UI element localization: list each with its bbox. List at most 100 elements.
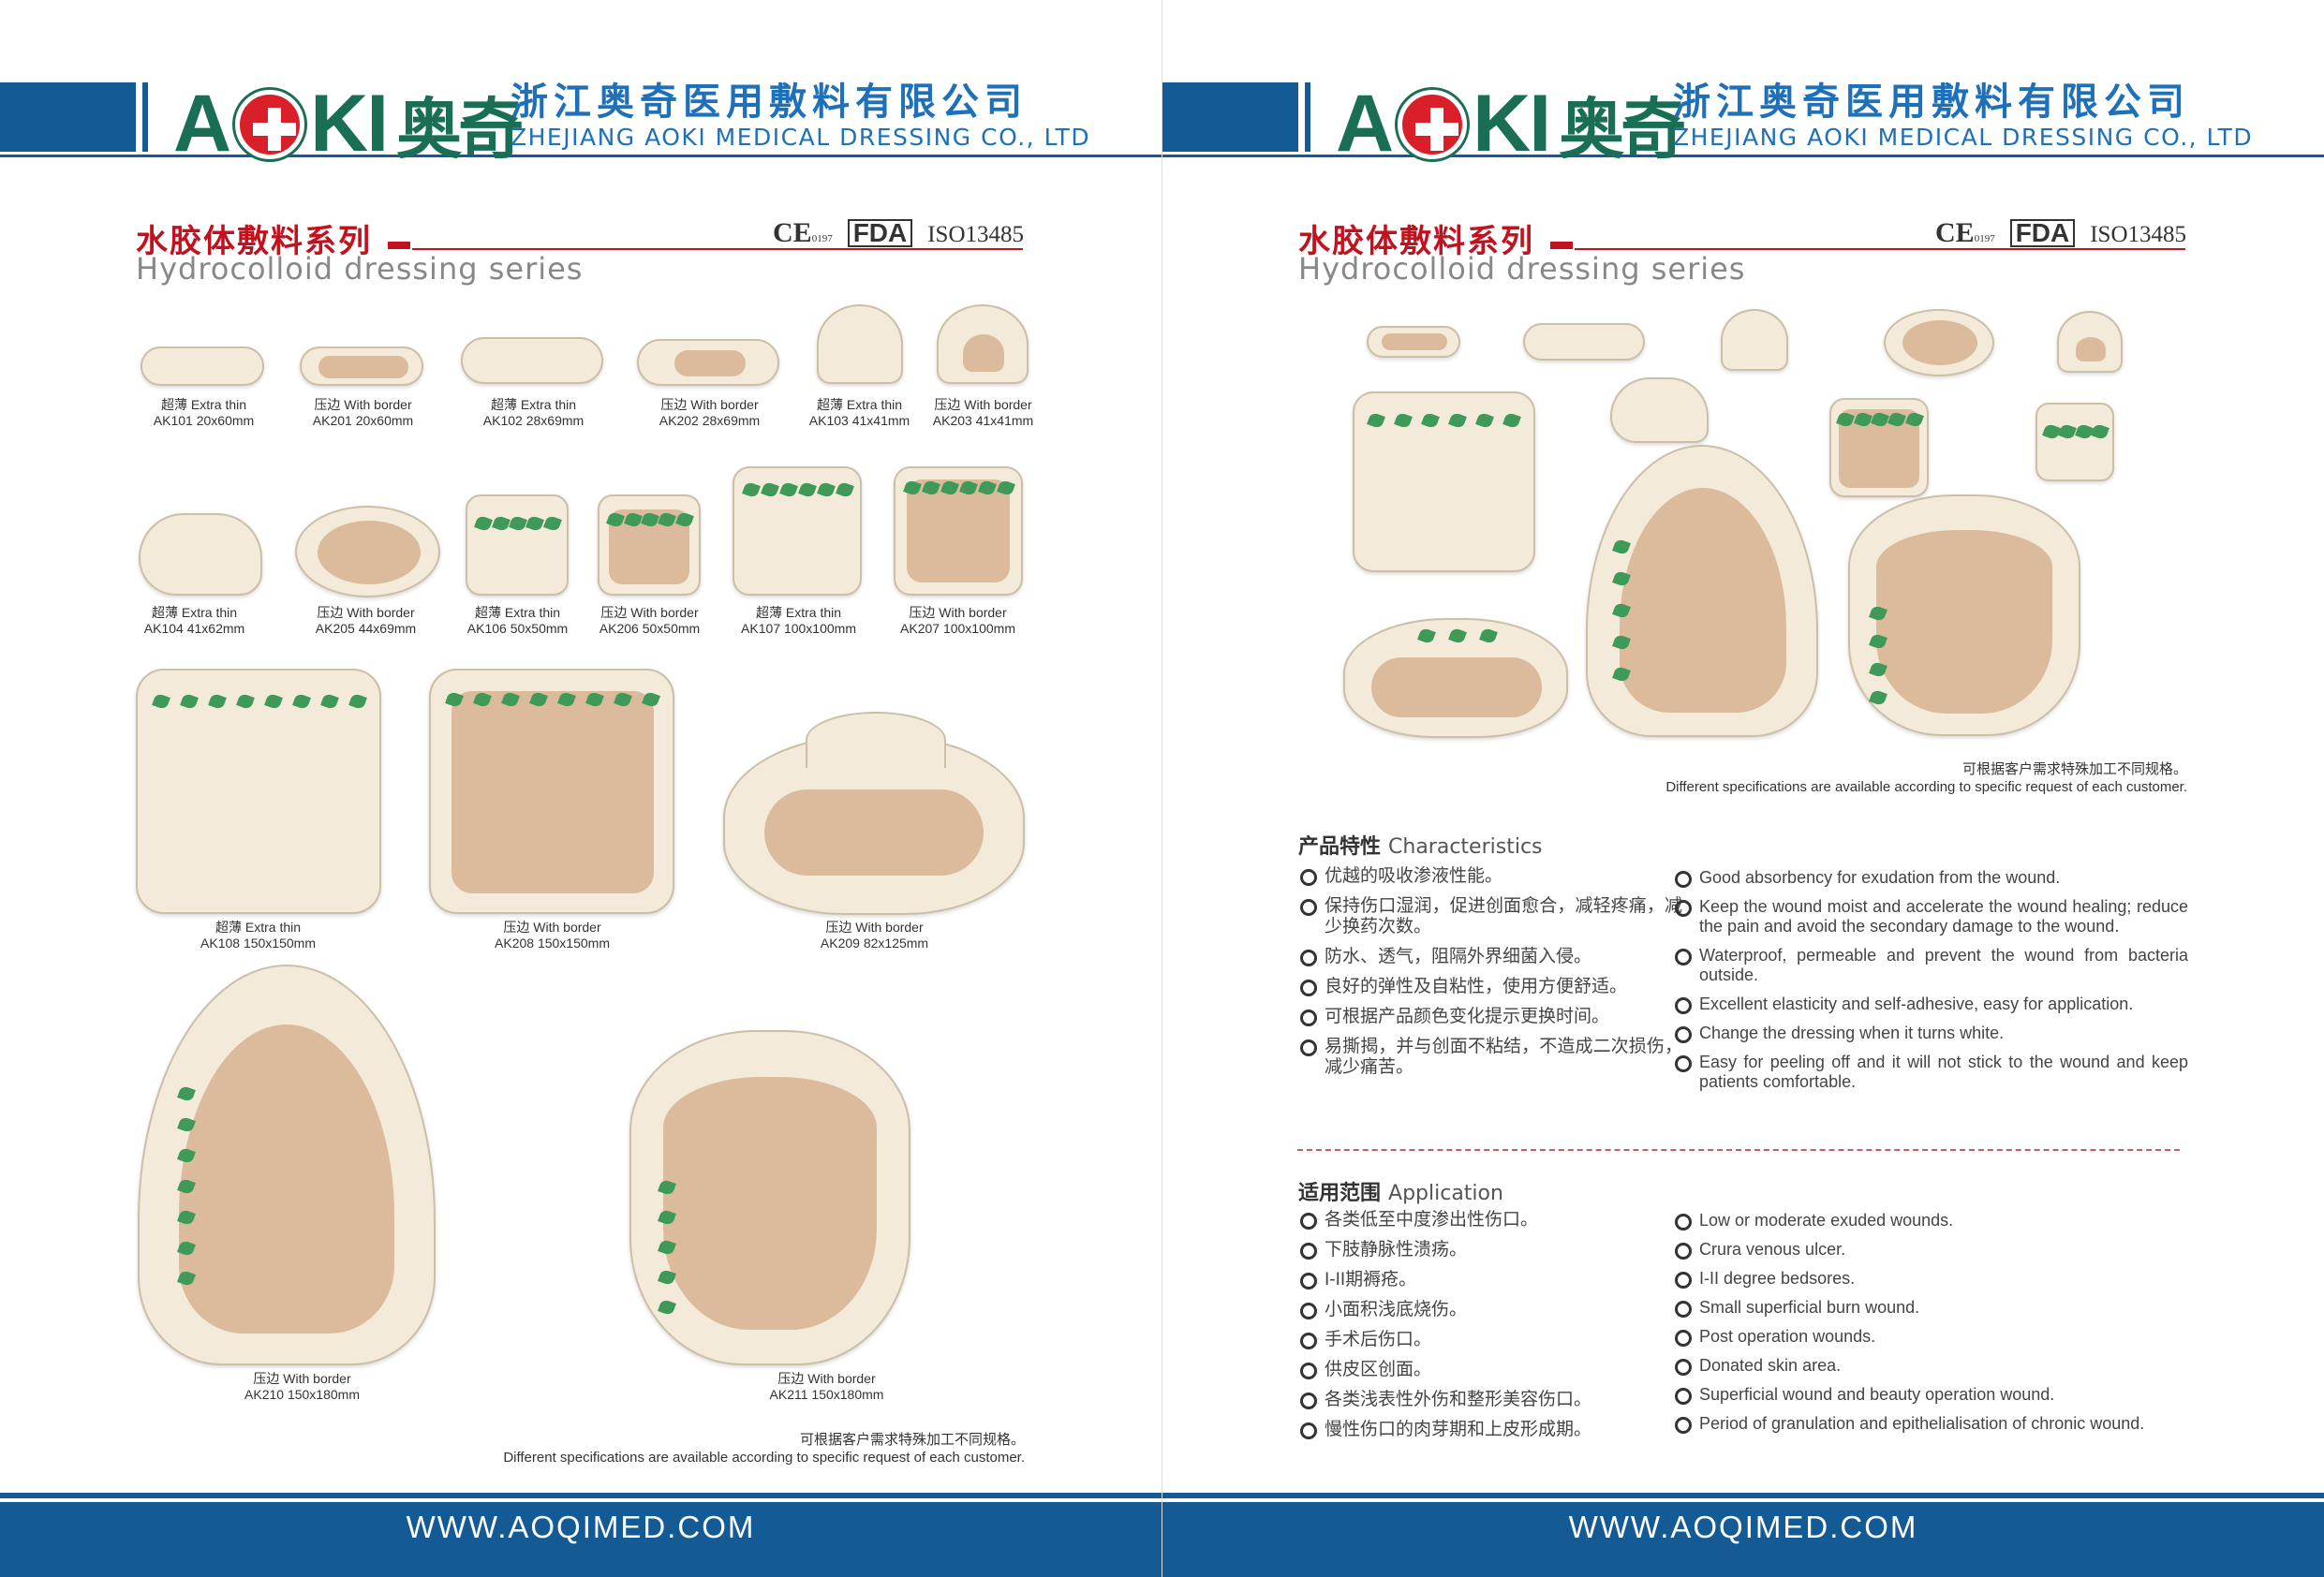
adhesive-tab-icon [1612,665,1631,684]
adhesive-tab-icon [177,1270,196,1288]
hydrocolloid-pad [2076,337,2106,361]
adhesive-tab-icon [1869,632,1887,651]
adhesive-tab-icon [264,692,283,711]
adhesive-tab-icon [1836,410,1856,429]
adhesive-tab-icon [177,1146,196,1165]
adhesive-tab-icon [1887,410,1907,429]
hydrocolloid-pad [1371,657,1542,717]
tab-row [1362,411,1526,430]
list-item: Period of granulation and epithelialisat… [1673,1414,2188,1434]
adhesive-tab-icon [2058,422,2078,441]
hydrocolloid-pad [451,691,654,893]
adhesive-tab-icon [940,479,959,497]
adhesive-tab-icon [1612,633,1631,652]
hydrocolloid-pad [318,356,408,378]
adhesive-tab-icon [742,480,761,499]
list-item: Waterproof, permeable and prevent the wo… [1673,946,2188,985]
list-item: 各类低至中度渗出性伤口。 [1298,1210,1682,1231]
header-line [0,155,1162,157]
dressing-ak205 [295,506,440,597]
dressing-ak101 [141,346,264,386]
iso-mark: ISO13485 [2090,222,2187,247]
tab-row [1836,410,1924,429]
dressing-ak106 [466,494,569,596]
adhesive-tab-icon [473,690,492,709]
website-link[interactable]: WWW.AOQIMED.COM [406,1510,756,1544]
list-item: I-II期褥疮。 [1298,1270,1682,1290]
application-list-en: Low or moderate exuded wounds. Crura ven… [1673,1211,2188,1443]
hydrocolloid-pad [1876,530,2052,714]
adhesive-tab-icon [2091,422,2110,441]
adhesive-tab-icon [1853,410,1873,429]
website-link[interactable]: WWW.AOQIMED.COM [1568,1510,1918,1544]
footer-bar [1162,1502,2324,1577]
adhesive-tab-icon [761,480,779,499]
section-divider [1297,1149,2180,1151]
adhesive-tab-icon [1366,411,1385,430]
list-item: Crura venous ulcer. [1673,1240,2188,1260]
adhesive-tab-icon [1420,411,1440,430]
dressing-ak206 [598,494,701,596]
dressing-ak103 [817,304,903,384]
collage-dressing-7 [1610,377,1709,443]
dressing-ak203 [937,304,1029,384]
dressing-ak108 [136,669,381,914]
adhesive-tab-icon [978,479,997,497]
list-item: Good absorbency for exudation from the w… [1673,868,2188,888]
section-mark [388,242,410,249]
tab-row [1411,626,1504,645]
company-name: 浙江奥奇医用敷料有限公司 ZHEJIANG AOKI MEDICAL DRESS… [1673,81,2253,152]
list-item: Keep the wound moist and accelerate the … [1673,897,2188,936]
adhesive-tab-icon [177,1115,196,1134]
tab-row [903,479,1015,497]
dressing-ak209-top [806,712,946,768]
dressing-ak102 [461,337,603,384]
footer-line [1162,1493,2324,1498]
adhesive-tab-icon [1502,411,1522,430]
tab-row [742,480,854,499]
adhesive-tab-icon [177,1239,196,1257]
list-item: 慢性伤口的肉芽期和上皮形成期。 [1298,1420,1682,1440]
adhesive-tab-icon [658,1298,676,1317]
list-item: 保持伤口湿润，促进创面愈合，减轻疼痛，减少换药次数。 [1298,896,1682,937]
list-item: 易撕揭，并与创面不粘结，不造成二次损伤，减少痛苦。 [1298,1037,1682,1078]
adhesive-tab-icon [606,510,626,529]
adhesive-tab-icon [1871,410,1889,429]
fda-mark: FDA [2009,219,2076,247]
hydrocolloid-pad [1902,320,1977,365]
tab-row [1869,599,1887,712]
hydrocolloid-pad [1620,488,1786,713]
adhesive-tab-icon [1448,626,1467,645]
hydrocolloid-pad [179,1024,394,1334]
section-title-cn: 水胶体敷料系列 [136,223,372,260]
adhesive-tab-icon [585,690,604,709]
medical-cross-icon [235,89,305,159]
adhesive-tab-icon [491,514,511,533]
adhesive-tab-icon [1416,626,1436,645]
dressing-ak107 [733,466,862,596]
hydrocolloid-pad [963,334,1004,372]
header-bar-thin [1305,82,1310,152]
section-title-en: Hydrocolloid dressing series [1298,251,1746,287]
custom-spec-note: 可根据客户需求特殊加工不同规格。Different specifications… [503,1432,1025,1466]
list-item: 下肢静脉性溃疡。 [1298,1240,1682,1260]
adhesive-tab-icon [614,690,632,709]
hydrocolloid-pad [674,350,746,376]
header-bar [0,82,136,152]
company-name: 浙江奥奇医用敷料有限公司 ZHEJIANG AOKI MEDICAL DRESS… [511,81,1090,152]
header-line [1162,155,2324,157]
adhesive-tab-icon [1612,538,1631,556]
adhesive-tab-icon [152,692,170,711]
tab-row [1612,531,1631,690]
list-item: I-II degree bedsores. [1673,1269,2188,1289]
hydrocolloid-pad [1382,333,1447,350]
tab-row [2041,422,2110,441]
list-item: Post operation wounds. [1673,1327,2188,1347]
